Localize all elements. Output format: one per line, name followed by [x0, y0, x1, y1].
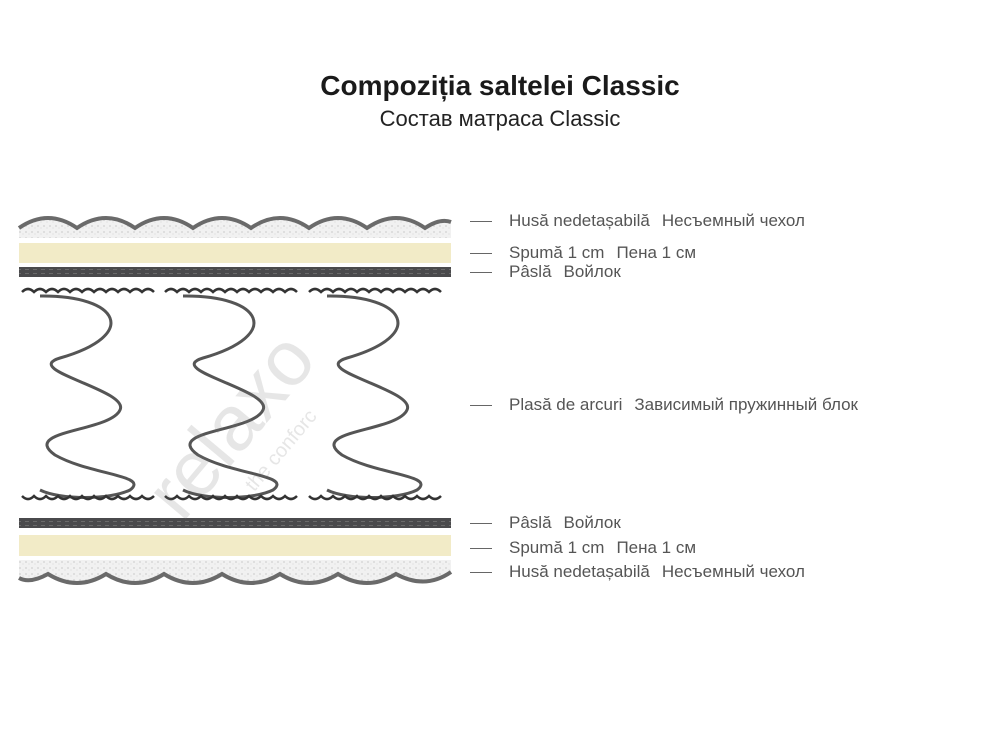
- leader-line: [470, 221, 492, 223]
- bottom-felt-layer: [19, 518, 451, 528]
- leader-line: [470, 548, 492, 550]
- top-foam-layer: [19, 243, 451, 263]
- page-title: Compoziția saltelei Classic: [320, 70, 680, 101]
- leader-line: [470, 253, 492, 255]
- mattress-cross-section: relaxo the conforc: [17, 216, 453, 585]
- spring: [21, 287, 155, 501]
- leader-line: [470, 272, 492, 274]
- watermark-logo: relaxo the conforc: [128, 315, 332, 534]
- leader-line: [470, 572, 492, 574]
- top-cover-layer: [17, 216, 452, 238]
- leader-line: [470, 523, 492, 525]
- page-subtitle: Состав матраса Classic: [379, 106, 621, 131]
- leader-line: [470, 405, 492, 407]
- top-felt-layer: [19, 267, 451, 277]
- spring-unit: [21, 287, 443, 501]
- bottom-cover-layer: [18, 560, 453, 585]
- bottom-foam-layer: [19, 535, 451, 556]
